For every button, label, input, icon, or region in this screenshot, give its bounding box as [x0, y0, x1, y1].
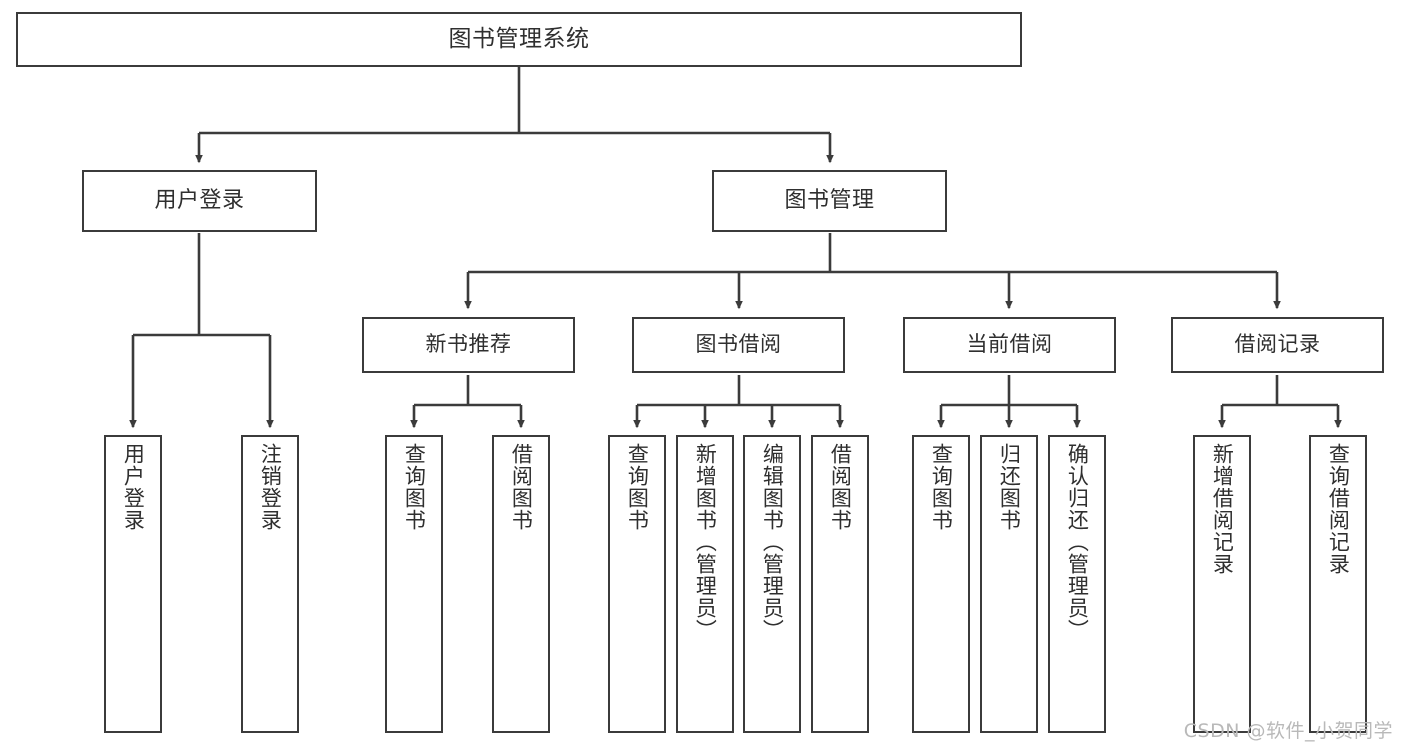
node-user-login-label: 用户登录	[154, 187, 245, 213]
node-leaf-borrow-book-2-label: 借阅图书	[828, 443, 853, 531]
node-leaf-add-record-label: 新增借阅记录	[1210, 443, 1235, 575]
node-new-book-recommend-label: 新书推荐	[425, 332, 512, 357]
node-borrow-record[interactable]: 借阅记录	[1171, 317, 1384, 373]
node-leaf-query-book-1[interactable]: 查询图书	[385, 435, 443, 733]
node-book-manage-label: 图书管理	[784, 187, 875, 213]
node-leaf-query-book-2-label: 查询图书	[625, 443, 650, 531]
node-leaf-user-login[interactable]: 用户登录	[104, 435, 162, 733]
node-leaf-logout-label: 注销登录	[258, 443, 283, 531]
node-current-borrow[interactable]: 当前借阅	[903, 317, 1116, 373]
node-book-borrow[interactable]: 图书借阅	[632, 317, 845, 373]
node-leaf-query-book-3-label: 查询图书	[929, 443, 954, 531]
node-root[interactable]: 图书管理系统	[16, 12, 1022, 67]
node-leaf-logout[interactable]: 注销登录	[241, 435, 299, 733]
node-book-borrow-label: 图书借阅	[695, 332, 782, 357]
node-leaf-add-book-label: 新增图书（管理员）	[693, 443, 718, 641]
node-current-borrow-label: 当前借阅	[966, 332, 1053, 357]
node-leaf-return-book[interactable]: 归还图书	[980, 435, 1038, 733]
node-new-book-recommend[interactable]: 新书推荐	[362, 317, 575, 373]
node-borrow-record-label: 借阅记录	[1234, 332, 1321, 357]
node-leaf-confirm-return[interactable]: 确认归还（管理员）	[1048, 435, 1106, 733]
node-leaf-edit-book[interactable]: 编辑图书（管理员）	[743, 435, 801, 733]
node-leaf-borrow-book-2[interactable]: 借阅图书	[811, 435, 869, 733]
node-leaf-query-record-label: 查询借阅记录	[1326, 443, 1351, 575]
node-leaf-add-book[interactable]: 新增图书（管理员）	[676, 435, 734, 733]
node-leaf-confirm-return-label: 确认归还（管理员）	[1065, 443, 1090, 641]
node-book-manage[interactable]: 图书管理	[712, 170, 947, 232]
node-leaf-user-login-label: 用户登录	[121, 443, 146, 531]
node-leaf-query-book-3[interactable]: 查询图书	[912, 435, 970, 733]
node-leaf-query-book-1-label: 查询图书	[402, 443, 427, 531]
node-leaf-add-record[interactable]: 新增借阅记录	[1193, 435, 1251, 733]
node-leaf-borrow-book-1-label: 借阅图书	[509, 443, 534, 531]
node-leaf-query-record[interactable]: 查询借阅记录	[1309, 435, 1367, 733]
node-root-label: 图书管理系统	[448, 26, 590, 53]
node-leaf-edit-book-label: 编辑图书（管理员）	[760, 443, 785, 641]
node-leaf-borrow-book-1[interactable]: 借阅图书	[492, 435, 550, 733]
node-leaf-query-book-2[interactable]: 查询图书	[608, 435, 666, 733]
node-user-login[interactable]: 用户登录	[82, 170, 317, 232]
node-leaf-return-book-label: 归还图书	[997, 443, 1022, 531]
